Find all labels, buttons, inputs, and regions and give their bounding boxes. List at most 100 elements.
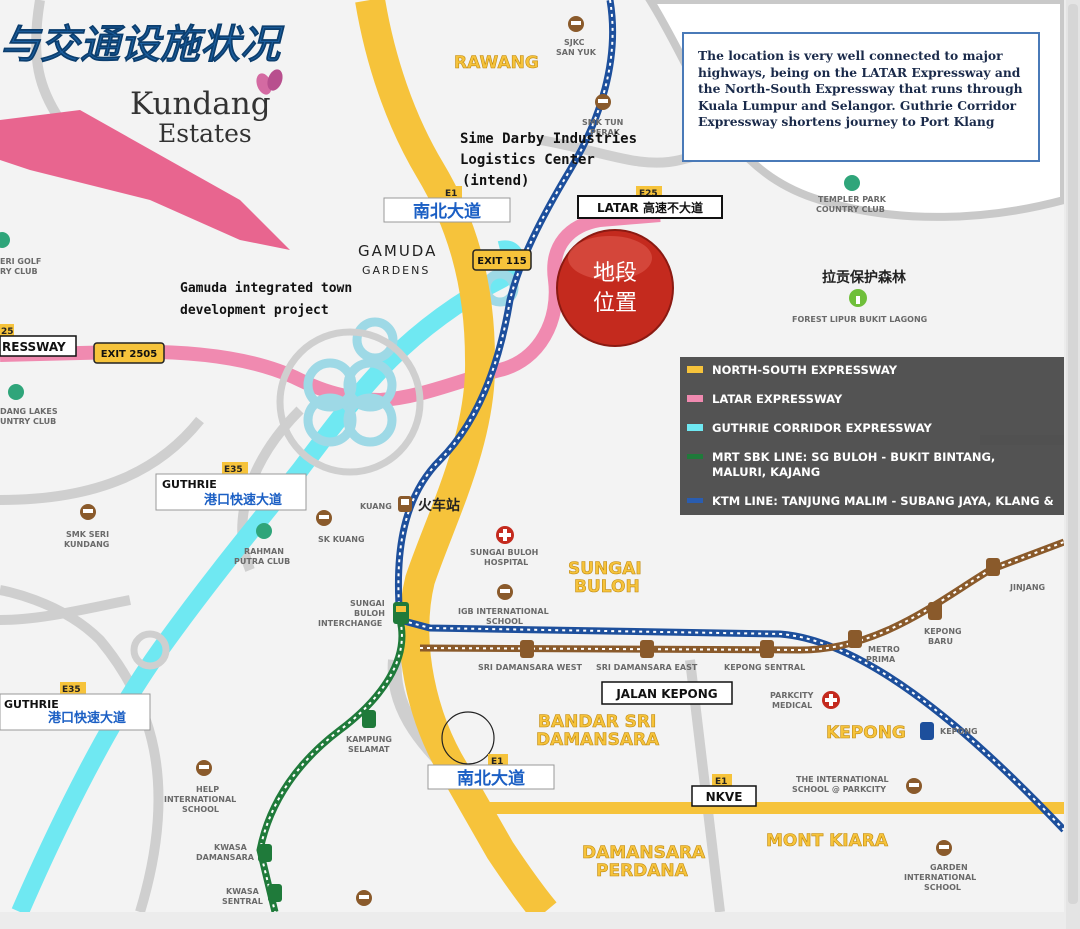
gamuda-line-1: Gamuda integrated town	[180, 281, 352, 296]
place-smk-tun-1: SMK TUN	[582, 118, 623, 127]
ns-top-name: 南北大道	[413, 201, 481, 222]
jalan-kepong-label: JALAN KEPONG	[615, 687, 717, 701]
legend-swatch-latar	[687, 395, 703, 402]
gamuda-logo-1: GAMUDA	[358, 242, 437, 260]
place-help-3: SCHOOL	[182, 805, 219, 814]
site-location-marker[interactable]: 地段 位置	[556, 229, 674, 347]
school-icon	[356, 890, 372, 906]
place-templer-1: TEMPLER PARK	[818, 195, 887, 204]
station-icon	[640, 640, 654, 658]
station-sri-dam-west: SRI DAMANSARA WEST	[478, 663, 583, 672]
legend-background	[680, 357, 1064, 515]
brand-name: Kundang	[130, 86, 271, 122]
place-intl-school-1: THE INTERNATIONAL	[796, 775, 889, 784]
legend-swatch-guthrie	[687, 424, 703, 431]
expressway-left-sign: 25 RESSWAY	[0, 324, 77, 357]
place-hospital-2: HOSPITAL	[484, 558, 528, 567]
station-kepong-baru-2: BARU	[928, 637, 953, 646]
brand-sub: Estates	[158, 119, 252, 148]
station-kepong-sentral: KEPONG SENTRAL	[724, 663, 805, 672]
area-bandar-1: BANDAR SRI	[538, 712, 656, 732]
golf-icon	[0, 232, 10, 248]
legend-label-mrt-2: MALURI, KAJANG	[712, 465, 820, 479]
place-templer-2: COUNTRY CLUB	[816, 205, 885, 214]
place-interchange-3: INTERCHANGE	[318, 619, 382, 628]
school-icon	[906, 778, 922, 794]
interchange-outer	[130, 328, 424, 670]
mrt-line-brown-dash	[419, 541, 1064, 652]
school-icon	[568, 16, 584, 32]
station-kampung-1: KAMPUNG	[346, 735, 392, 744]
guthrie2-code: E35	[62, 685, 81, 695]
hospital-icon	[496, 526, 514, 544]
station-icon	[258, 844, 272, 862]
legend-label-latar: LATAR EXPRESSWAY	[712, 392, 843, 406]
legend-label-guthrie: GUTHRIE CORRIDOR EXPRESSWAY	[712, 421, 933, 435]
scrollbar[interactable]	[1066, 0, 1080, 929]
station-icon	[760, 640, 774, 658]
guthrie1-cn: 港口快速大道	[204, 492, 282, 508]
butterfly-icon	[256, 69, 283, 95]
sime-darby-line-3: (intend)	[462, 173, 529, 189]
site-marker-line-2: 位置	[593, 291, 637, 316]
station-kwasa-sen-1: KWASA	[226, 887, 260, 896]
scrollbar-thumb[interactable]	[1068, 4, 1078, 904]
station-icon	[520, 640, 534, 658]
place-sjkc-1: SJKC	[564, 38, 585, 47]
station-icon	[268, 884, 282, 902]
train-station-label: 火车站	[418, 497, 460, 514]
place-help-2: INTERNATIONAL	[164, 795, 236, 804]
info-box-text: The location is very well connected to m…	[698, 48, 1023, 129]
guthrie2-cn: 港口快速大道	[48, 710, 126, 726]
legend-label-ktm: KTM LINE: TANJUNG MALIM - SUBANG JAYA, K…	[712, 494, 1054, 508]
station-icon	[362, 710, 376, 728]
legend-label-mrt: MRT SBK LINE: SG BULOH - BUKIT BINTANG,	[712, 450, 995, 464]
school-icon	[80, 504, 96, 520]
area-rawang: RAWANG	[454, 53, 539, 73]
map-canvas[interactable]: 与交通设施状况 Kundang Estates RAWANG SUNGAI BU…	[0, 0, 1064, 912]
kundang-estates-area	[0, 110, 290, 250]
ns-bottom-name: 南北大道	[457, 768, 525, 789]
station-kwasa-dam-2: DAMANSARA	[196, 853, 255, 862]
place-igb-2: SCHOOL	[486, 617, 523, 626]
station-icon	[986, 558, 1000, 576]
area-mont-kiara: MONT KIARA	[766, 831, 889, 851]
interchange-station-icon	[393, 602, 409, 624]
guthrie-corridor	[11, 240, 524, 912]
latar-code: E25	[639, 189, 658, 199]
school-icon	[316, 510, 332, 526]
station-metro-1: METRO	[868, 645, 900, 654]
exit-115-sign: EXIT 115	[472, 249, 532, 271]
guthrie-sign-1: E35 GUTHRIE 港口快速大道	[155, 462, 307, 511]
info-box: The location is very well connected to m…	[682, 32, 1040, 162]
area-damansara-1: DAMANSARA	[582, 843, 706, 863]
station-kampung-2: SELAMAT	[348, 745, 390, 754]
ns-expressway-sign-bottom: E1 南北大道	[427, 754, 555, 790]
place-kundang-lakes-2: UNTRY CLUB	[0, 417, 56, 426]
ns-top-code: E1	[445, 189, 457, 199]
station-kwasa-dam-1: KWASA	[214, 843, 248, 852]
sime-darby-line-2: Logistics Center	[460, 152, 595, 168]
place-kuang: KUANG	[360, 502, 392, 511]
place-garden-1: GARDEN	[930, 863, 968, 872]
exit-2505-label: EXIT 2505	[101, 349, 157, 360]
school-icon	[196, 760, 212, 776]
guthrie1-name: GUTHRIE	[162, 478, 217, 491]
ns-bottom-code: E1	[491, 757, 503, 767]
place-smk-seri-2: KUNDANG	[64, 540, 109, 549]
expressway-left-name: RESSWAY	[2, 340, 66, 354]
gamuda-line-2: development project	[180, 303, 329, 318]
place-garden-3: SCHOOL	[924, 883, 961, 892]
legend-swatch-mrt	[687, 454, 703, 459]
latar-name: LATAR 高速不大道	[597, 200, 703, 215]
place-hospital-1: SUNGAI BULOH	[470, 548, 538, 557]
nkve-sign: E1 NKVE	[691, 774, 757, 807]
place-sk-kuang: SK KUANG	[318, 535, 365, 544]
exit-115-label: EXIT 115	[477, 256, 526, 267]
expressway-left-code: 25	[1, 327, 14, 337]
place-igb-1: IGB INTERNATIONAL	[458, 607, 549, 616]
interchange-loops	[303, 269, 519, 447]
guthrie1-code: E35	[224, 465, 243, 475]
school-icon	[497, 584, 513, 600]
exit-2505-sign: EXIT 2505	[93, 342, 165, 364]
